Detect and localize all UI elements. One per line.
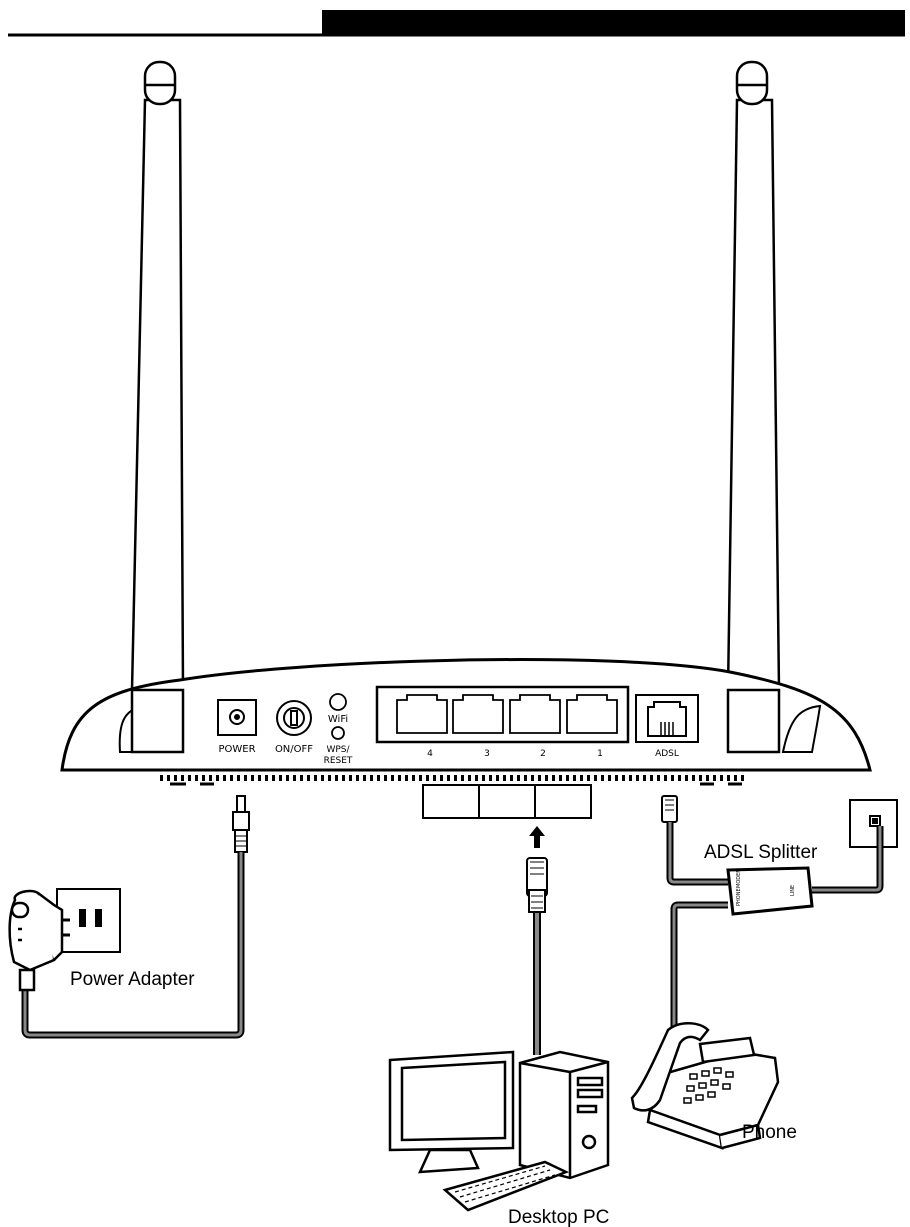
adsl-port-label: ADSL [655,749,679,759]
adsl-plug-icon [662,796,677,822]
adsl-port [636,695,698,742]
adsl-splitter-label: ADSL Splitter [704,842,818,863]
desktop-pc-icon [390,1052,608,1210]
power-port [218,700,256,735]
lan1-label: 1 [597,749,603,759]
reset-label: RESET [324,756,353,766]
wps-label: WPS/ [326,745,350,755]
onoff-label: ON/OFF [275,744,313,755]
desktop-pc-label: Desktop PC [508,1207,609,1227]
lan2-label: 2 [540,749,546,759]
right-antenna [728,62,779,690]
wps-reset-button [332,727,344,739]
lan-ports [377,687,628,742]
header-bar [8,10,905,35]
phone-wall-jack [850,800,897,847]
lan-guide-box [423,785,591,818]
left-antenna [132,62,183,690]
wifi-label: WiFi [328,714,348,725]
ethernet-plug-icon [527,858,547,912]
arrow-up-icon [529,826,545,848]
splitter-phone-label: PHONE [736,888,742,906]
power-plug-icon [233,796,249,852]
splitter-modem-label: MODEM [736,868,742,888]
wifi-button [330,694,346,710]
phone-label: Phone [742,1122,797,1143]
splitter-line-label: LINE [790,885,796,896]
power-port-label: POWER [218,744,255,755]
lan4-label: 4 [427,749,433,759]
onoff-button [277,701,311,735]
power-adapter-label: Power Adapter [70,969,195,990]
lan3-label: 3 [484,749,490,759]
